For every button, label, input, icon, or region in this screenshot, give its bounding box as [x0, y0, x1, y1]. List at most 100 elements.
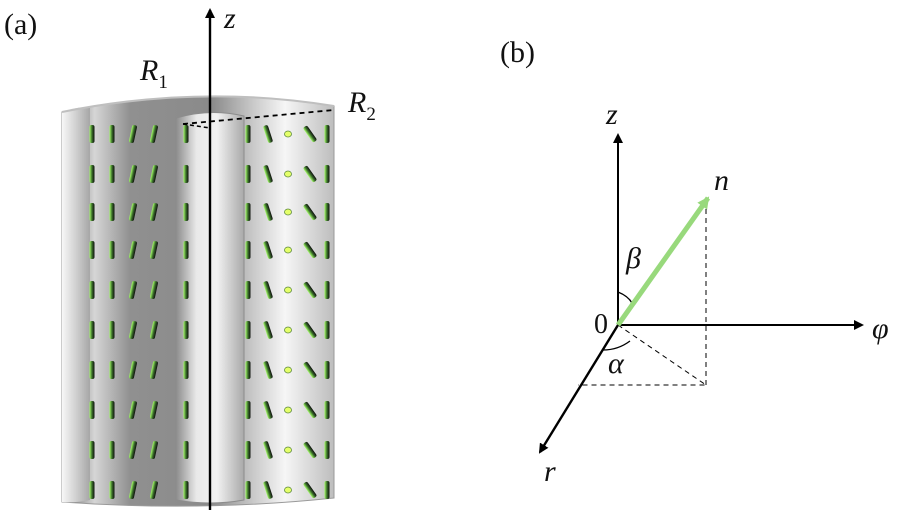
director-rod	[183, 165, 189, 183]
director-rod	[324, 125, 330, 143]
r1-label: R1	[139, 54, 168, 93]
director-rod	[324, 481, 330, 499]
projection-floor-dashed	[578, 324, 708, 386]
z-axis-label-b: z	[605, 98, 618, 131]
director-rod	[150, 165, 158, 183]
director-rod	[324, 281, 330, 299]
director-rod	[183, 281, 189, 299]
outer-cylinder-top-edge	[61, 95, 335, 113]
director-dot	[284, 406, 292, 414]
director-rod	[150, 281, 158, 299]
director-rod	[324, 321, 330, 339]
director-rod	[89, 401, 95, 419]
director-rod	[303, 203, 317, 221]
director-dot	[284, 446, 292, 454]
director-rod	[89, 125, 95, 143]
director-rod	[324, 203, 330, 221]
director-dot	[284, 170, 292, 178]
panel-b-tag: (b)	[500, 36, 535, 69]
director-rod	[303, 165, 317, 183]
director-rod	[263, 321, 273, 339]
director-rod	[129, 203, 137, 221]
director-dot	[284, 246, 292, 254]
director-rod	[89, 321, 95, 339]
director-rod	[183, 361, 189, 379]
director-rod	[245, 281, 251, 299]
director-rod	[183, 321, 189, 339]
beta-label: β	[625, 242, 641, 275]
director-rod	[245, 361, 251, 379]
director-rod	[109, 401, 115, 419]
director-rod	[263, 125, 273, 143]
director-rod	[150, 361, 158, 379]
director-rod	[245, 441, 251, 459]
director-rod	[263, 281, 273, 299]
director-rod	[183, 241, 189, 259]
director-rod	[89, 481, 95, 499]
panel-b: (b) z n β 0 α φ r	[500, 36, 889, 488]
director-rod	[129, 125, 137, 143]
director-dot	[284, 366, 292, 374]
vector-n-label: n	[714, 164, 729, 197]
director-rod	[109, 481, 115, 499]
director-rod	[129, 321, 137, 339]
director-rod	[263, 361, 273, 379]
outer-cylinder-left-rim	[62, 107, 90, 503]
director-rod	[150, 125, 158, 143]
director-vector-n	[615, 196, 711, 327]
director-rod	[150, 241, 158, 259]
director-rod	[183, 401, 189, 419]
director-rod	[150, 481, 158, 499]
panel-a-tag: (a)	[4, 8, 37, 41]
director-rod	[324, 441, 330, 459]
director-rod	[324, 361, 330, 379]
director-rod	[89, 361, 95, 379]
director-rod	[303, 401, 317, 419]
director-dot	[284, 326, 292, 334]
director-rod	[263, 401, 273, 419]
director-rod	[183, 125, 189, 143]
director-rod	[303, 361, 317, 379]
director-rod	[150, 401, 158, 419]
director-rod	[324, 241, 330, 259]
director-rod	[89, 165, 95, 183]
director-rod	[150, 321, 158, 339]
director-rod	[303, 481, 317, 499]
director-rod	[89, 241, 95, 259]
director-rod	[109, 165, 115, 183]
director-rod	[263, 203, 273, 221]
director-rod	[245, 481, 251, 499]
director-rod	[129, 401, 137, 419]
panel-a: (a) z R1 R2	[4, 2, 376, 510]
director-rod	[263, 481, 273, 499]
director-rod	[150, 441, 158, 459]
radius-r1-dashed-line	[182, 123, 211, 129]
r2-label: R2	[347, 86, 376, 125]
director-dot	[284, 208, 292, 216]
director-rod	[183, 481, 189, 499]
director-rod	[245, 165, 251, 183]
director-rod	[303, 441, 317, 459]
director-rod	[245, 321, 251, 339]
alpha-angle-arc	[602, 340, 631, 351]
director-dot	[284, 286, 292, 294]
director-rod	[245, 203, 251, 221]
director-rod	[263, 441, 273, 459]
director-rod	[324, 165, 330, 183]
director-rod	[129, 481, 137, 499]
director-dot	[284, 486, 292, 494]
director-rod	[89, 203, 95, 221]
r-axis-label: r	[544, 455, 556, 488]
director-rod	[245, 125, 251, 143]
director-rod	[109, 125, 115, 143]
director-rod	[109, 321, 115, 339]
director-rod	[89, 441, 95, 459]
director-rod	[129, 281, 137, 299]
director-rod	[109, 281, 115, 299]
director-rod	[303, 125, 317, 143]
beta-angle-arc	[617, 291, 633, 304]
origin-label: 0	[594, 309, 608, 340]
director-rod	[109, 441, 115, 459]
director-rod	[129, 241, 137, 259]
